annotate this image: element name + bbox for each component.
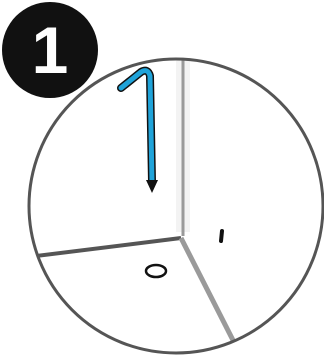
step-number: 1 (32, 17, 69, 83)
step-number-badge: 1 (2, 2, 98, 98)
wall-dash-mark (221, 231, 222, 241)
